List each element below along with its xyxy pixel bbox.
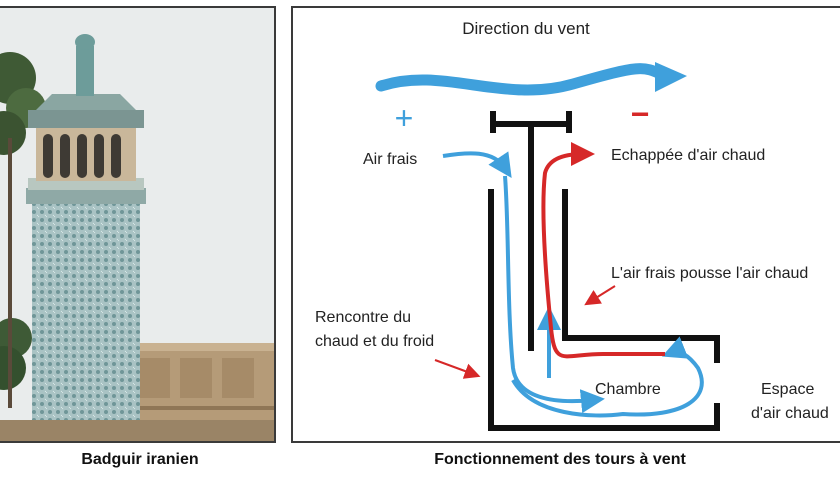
badgir-photo: [0, 6, 276, 443]
hot-space-label-line1: Espace: [761, 381, 814, 398]
wind-arrow-head: [655, 62, 687, 92]
plus-sign: +: [395, 100, 414, 136]
wind-direction-label: Direction du vent: [462, 19, 590, 38]
cool-air-down-arrow: [503, 175, 605, 414]
wind-tower-diagram: Direction du vent + − Air frais: [291, 6, 840, 443]
minus-sign: −: [631, 96, 650, 132]
hot-air-exhaust-label: Echappée d'air chaud: [611, 147, 765, 164]
photo-caption: Badguir iranien: [81, 451, 199, 468]
chamber-label: Chambre: [595, 381, 661, 398]
cool-air-loop-arrow: [511, 336, 704, 418]
hot-cold-meet-label-line1: Rencontre du: [315, 309, 411, 326]
wind-tower-illustration: [0, 8, 274, 441]
wind-arrow: [375, 63, 671, 96]
cool-pushes-hot-label: L'air frais pousse l'air chaud: [611, 265, 808, 282]
hot-cold-meet-pointer: [434, 359, 481, 379]
tower-structure: [488, 111, 720, 431]
cool-pushes-hot-pointer: [584, 285, 616, 306]
cool-air-label: Air frais: [363, 151, 417, 168]
cool-air-inlet-arrow: [442, 151, 512, 178]
hot-space-label-line2: d'air chaud: [751, 405, 829, 422]
diagram-caption: Fonctionnement des tours à vent: [434, 451, 686, 468]
hot-air-exhaust-arrow: [541, 142, 665, 359]
hot-cold-meet-label-line2: chaud et du froid: [315, 333, 434, 350]
diagram-canvas: Direction du vent + − Air frais: [315, 19, 829, 431]
tower: [26, 34, 146, 441]
